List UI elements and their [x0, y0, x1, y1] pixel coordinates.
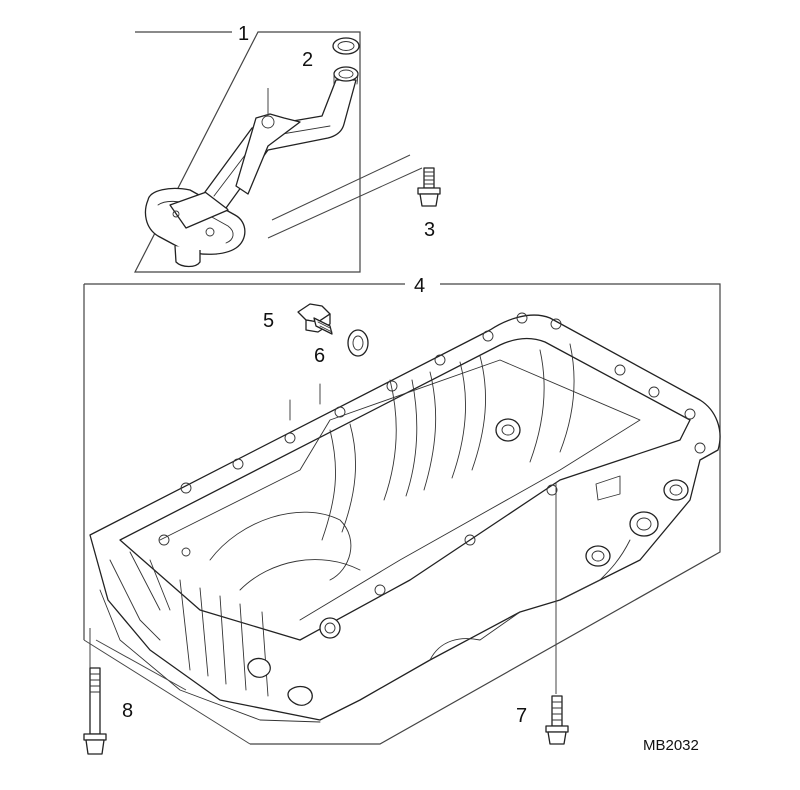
drain-plug-washer[interactable]	[347, 329, 369, 357]
o-ring[interactable]	[332, 37, 360, 55]
callout-labels: 1 2 3 4 5 6 7 8	[122, 23, 527, 727]
oil-strainer-pipe[interactable]	[144, 66, 359, 268]
oil-pan[interactable]	[89, 312, 721, 723]
leader-lines	[89, 482, 557, 694]
callout-1: 1	[238, 23, 249, 45]
part-4-group-box	[83, 283, 721, 745]
callout-5: 5	[263, 310, 274, 332]
callout-6: 6	[314, 345, 325, 367]
callout-2: 2	[302, 49, 313, 71]
diagram-code: MB2032	[643, 737, 699, 754]
callout-7: 7	[516, 705, 527, 727]
drain-plug[interactable]	[297, 303, 333, 335]
callout-8: 8	[122, 700, 133, 722]
pan-bolt-short[interactable]	[545, 695, 569, 745]
callout-4: 4	[414, 275, 425, 297]
callout-3: 3	[424, 219, 435, 241]
strainer-bolt[interactable]	[267, 154, 441, 239]
pan-bolt-long[interactable]	[83, 667, 107, 755]
